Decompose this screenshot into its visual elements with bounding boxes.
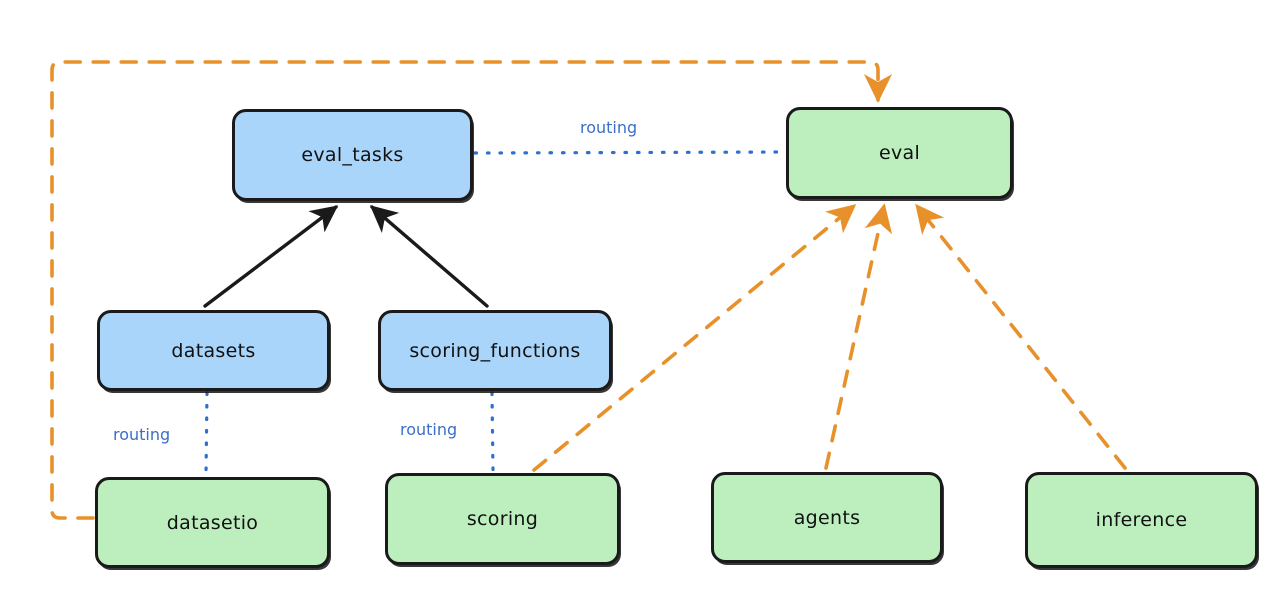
node-label-datasetio: datasetio	[166, 511, 259, 534]
node-agents[interactable]: agents	[711, 472, 943, 563]
edge-inference-to-eval	[915, 203, 1127, 470]
node-label-scoring-functions: scoring_functions	[409, 339, 581, 362]
node-datasetio[interactable]: datasetio	[95, 477, 330, 568]
edge-scoring-to-eval	[532, 204, 857, 472]
node-datasets[interactable]: datasets	[97, 310, 330, 391]
node-label-eval: eval	[878, 142, 921, 164]
node-scoring-functions[interactable]: scoring_functions	[378, 310, 612, 391]
edge-datasetio-to-eval	[50, 60, 893, 520]
edge-label-routing-eval: routing	[580, 118, 638, 137]
edge-scoring-functions-to-scoring	[490, 391, 495, 473]
node-scoring[interactable]: scoring	[385, 473, 620, 565]
node-eval[interactable]: eval	[786, 107, 1013, 199]
edge-datasets-to-datasetio	[204, 391, 209, 477]
node-inference[interactable]: inference	[1025, 472, 1258, 568]
node-label-agents: agents	[793, 506, 861, 529]
node-label-inference: inference	[1095, 509, 1188, 531]
edge-label-routing-datasets: routing	[113, 425, 171, 444]
edge-datasets-to-eval-tasks	[203, 205, 339, 308]
node-label-datasets: datasets	[171, 339, 256, 362]
node-label-scoring: scoring	[466, 508, 539, 530]
edge-eval-tasks-to-eval	[473, 150, 786, 155]
edge-scoring-functions-to-eval-tasks	[369, 205, 489, 308]
edge-agents-to-eval	[824, 203, 893, 470]
node-eval-tasks[interactable]: eval_tasks	[232, 109, 473, 201]
node-label-eval-tasks: eval_tasks	[301, 144, 404, 166]
edge-label-routing-scoring: routing	[400, 420, 458, 439]
